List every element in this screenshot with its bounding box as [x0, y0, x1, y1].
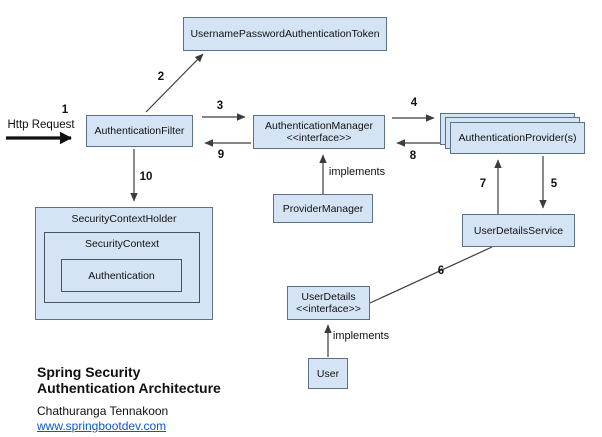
- step-label-8: 8: [409, 150, 417, 162]
- node-provider-manager: ProviderManager: [273, 194, 373, 223]
- user-details-name: UserDetails: [301, 291, 356, 303]
- step-label-3: 3: [216, 100, 224, 112]
- author-name: Chathuranga Tennakoon: [37, 404, 169, 418]
- step-label-5: 5: [550, 178, 558, 190]
- authentication-manager-name: AuthenticationManager: [265, 120, 373, 132]
- diagram-title-line2: Authentication Architecture: [37, 379, 221, 396]
- line-6-service-to-userdetails: [369, 246, 493, 304]
- implements-label-provider-manager: implements: [328, 166, 386, 178]
- user-details-stereotype: <<interface>>: [296, 303, 361, 315]
- node-authentication-filter: AuthenticationFilter: [86, 115, 193, 147]
- authentication-manager-stereotype: <<interface>>: [286, 132, 352, 144]
- http-request-label: Http Request: [7, 119, 75, 131]
- step-label-9: 9: [217, 149, 225, 161]
- node-authentication-providers: AuthenticationProvider(s): [450, 122, 585, 154]
- node-user-details: UserDetails <<interface>>: [287, 286, 370, 320]
- step-label-1: 1: [61, 104, 69, 116]
- node-authentication-manager: AuthenticationManager <<interface>>: [253, 115, 385, 149]
- implements-label-user: implements: [332, 330, 390, 342]
- arrow-2-filter-to-token: [145, 53, 204, 113]
- step-label-2: 2: [157, 71, 165, 83]
- node-user-details-service: UserDetailsService: [462, 214, 575, 247]
- step-label-4: 4: [410, 97, 418, 109]
- node-user: User: [308, 358, 348, 389]
- step-label-7: 7: [479, 178, 487, 190]
- step-label-6: 6: [437, 265, 445, 277]
- website-link[interactable]: www.springbootdev.com: [37, 419, 167, 433]
- diagram-title-line1: Spring Security: [37, 364, 141, 380]
- step-label-10: 10: [139, 171, 153, 183]
- node-authentication: Authentication: [61, 259, 182, 292]
- website-link-wrap: www.springbootdev.com: [37, 419, 166, 433]
- diagram-title: Spring Security Authentication Architect…: [37, 364, 221, 396]
- node-username-password-authentication-token: UsernamePasswordAuthenticationToken: [183, 17, 387, 51]
